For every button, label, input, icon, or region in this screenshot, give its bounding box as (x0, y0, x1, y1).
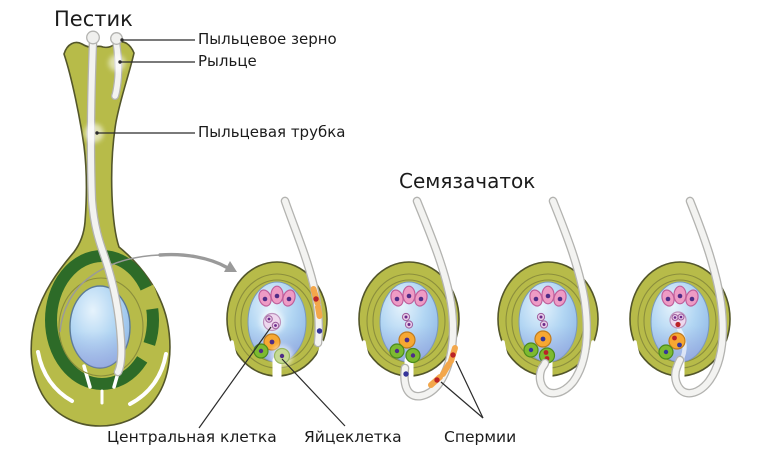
synergid-green (523, 342, 539, 358)
callout-line-central-cell (198, 326, 272, 429)
zoom-arrow-icon (59, 252, 237, 333)
ovule-stage-4 (629, 196, 731, 398)
polar-nuclei (536, 312, 549, 329)
synergid-orange (534, 330, 552, 348)
label-stigma: Рыльце (198, 52, 257, 70)
tube-nucleus-dot (316, 328, 323, 334)
ovule-slit-left (501, 340, 534, 390)
antipodal-cells (390, 285, 428, 307)
sperm-dot (675, 321, 681, 328)
label-central-cell: Центральная клетка (107, 428, 277, 446)
antipodal-cells (258, 285, 296, 307)
pollen-grain-left (86, 30, 100, 45)
pistil-illustration (30, 30, 237, 427)
sperm-segment (315, 304, 323, 319)
stigma-glow (108, 54, 126, 72)
pollen-tube (535, 196, 592, 398)
callout-dot-pollen-grain (120, 38, 124, 42)
synergid-orange (263, 333, 281, 351)
ovule-stage-2 (358, 196, 460, 401)
sperm-dot (672, 335, 677, 341)
ovary-slit-right (128, 352, 168, 406)
ovule-stage-1 (226, 196, 328, 390)
sperm-dot (543, 350, 549, 355)
ring-gap-upper (138, 284, 161, 311)
ovule-stage-3 (497, 196, 599, 398)
sperm-segment (440, 361, 452, 377)
sperm-dot (434, 377, 440, 383)
ovule-series-title: Семязачаток (399, 169, 536, 193)
ovary-slit-left (36, 350, 74, 403)
ovule-slit-left (362, 340, 395, 390)
callout-dot-stigma (118, 60, 122, 64)
label-pollen-grain: Пыльцевое зерно (198, 30, 337, 48)
synergid-green (253, 343, 269, 359)
callout-lines-pistil (97, 39, 195, 134)
style-glow (84, 123, 104, 143)
egg-cell (273, 347, 291, 365)
pollen-tube (280, 196, 324, 348)
label-sperm-cells: Спермии (444, 428, 517, 446)
ovule-slit-left (633, 340, 666, 390)
synergid-green (389, 343, 405, 359)
sperm-dot (313, 296, 319, 302)
ring-slit-left (82, 364, 92, 389)
callout-line-sperm-1 (455, 360, 484, 419)
label-egg-cell: Яйцеклетка (304, 428, 402, 446)
antipodal-cells (529, 285, 567, 307)
callout-line-egg-cell (281, 358, 346, 427)
central-cell-fertilizing (669, 311, 687, 329)
pollen-tube (400, 196, 458, 401)
egg-cell-fertilizing (668, 332, 686, 350)
ring-gap-lower (135, 341, 157, 364)
callout-lines-bottom (198, 326, 484, 429)
egg-cell (405, 347, 421, 364)
tube-nucleus-dot (403, 371, 409, 377)
callout-line-sperm-2 (440, 381, 484, 419)
synergid-green (658, 344, 674, 360)
polar-nuclei (401, 312, 414, 329)
sperm-dot (450, 352, 456, 358)
antipodal-cells (661, 285, 699, 307)
ovule-slit-right (291, 340, 324, 390)
pollen-tube (671, 196, 728, 398)
central-cell (262, 312, 282, 332)
inner-integument-line (58, 277, 144, 377)
label-pollen-tube: Пыльцевая трубка (198, 123, 346, 141)
callout-dot-pollen-tube (95, 131, 99, 135)
pistil-title: Пестик (54, 7, 133, 31)
pollen-grain-right (110, 32, 123, 45)
synergid-orange (398, 331, 416, 349)
